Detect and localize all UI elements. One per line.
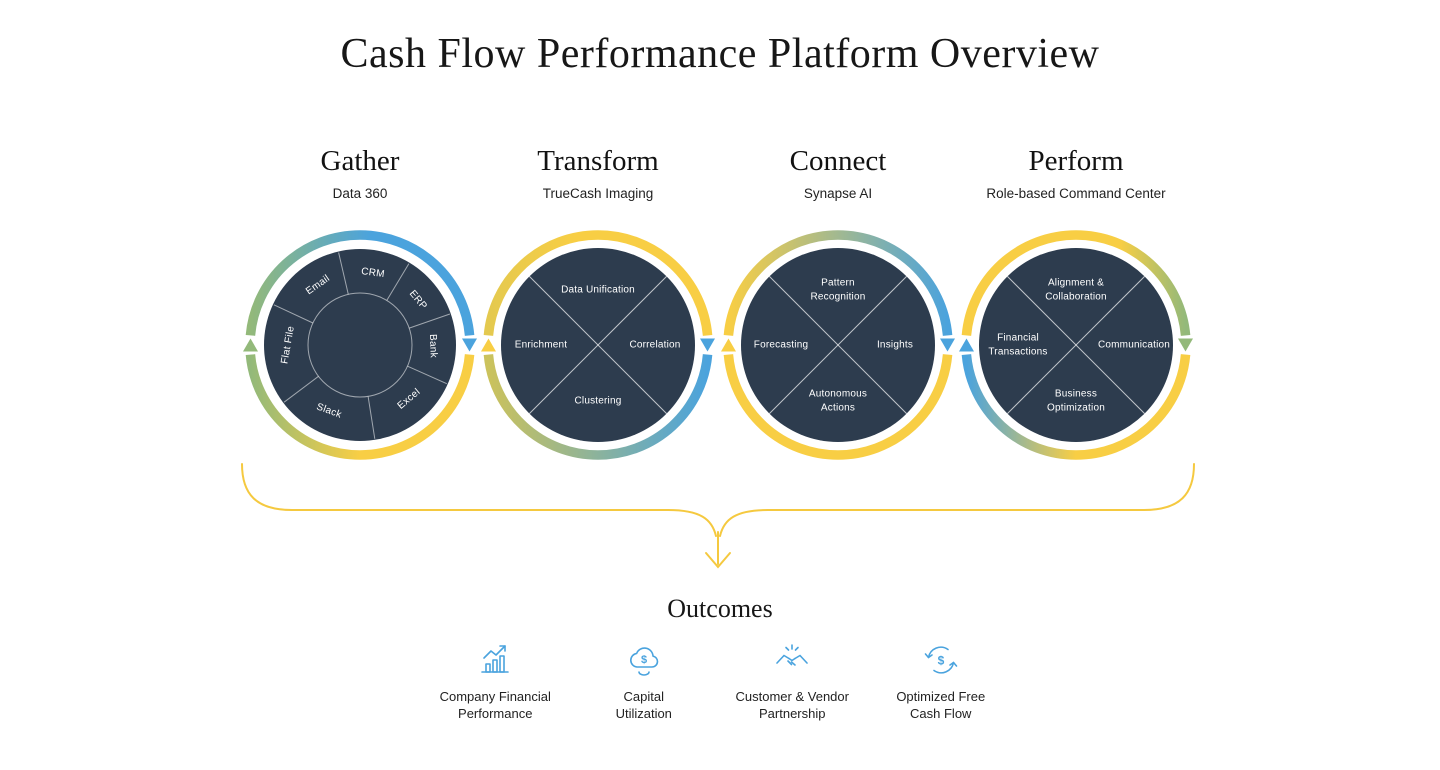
flow-arrow-icon bbox=[940, 338, 955, 352]
quadrant-label-right: Communication bbox=[1097, 339, 1171, 351]
outcome-label: Company Financial Performance bbox=[439, 689, 551, 721]
flow-arrow-icon bbox=[243, 338, 258, 352]
stage-header-transform: Transform TrueCash Imaging bbox=[478, 145, 718, 201]
outcome-optimized-free-cash-flow: $ Optimized Free Cash Flow bbox=[867, 640, 1016, 723]
dollar-cloud-icon: $ bbox=[629, 647, 658, 676]
outcome-label: Capital Utilization bbox=[615, 689, 672, 721]
stage-name-transform: Transform bbox=[537, 145, 659, 177]
quadrant-label-bottom: Clustering bbox=[574, 395, 622, 407]
flow-arrow-icon bbox=[721, 338, 736, 352]
gather-ring-diagram: CRM ERP Bank Excel Slack Flat File Email bbox=[243, 230, 477, 460]
transform-ring-top-arc bbox=[483, 230, 713, 336]
svg-text:$: $ bbox=[937, 654, 944, 668]
gather-segment-dividers bbox=[273, 252, 451, 439]
outcomes-title: Outcomes bbox=[667, 594, 773, 623]
quadrant-label-right: Insights bbox=[876, 339, 914, 351]
outcome-label: Optimized Free Cash Flow bbox=[896, 689, 986, 721]
outcome-label: Customer & Vendor Partnership bbox=[735, 689, 849, 721]
outcome-capital-utilization: $ Capital Utilization bbox=[570, 640, 719, 723]
stage-subtitle-connect: Synapse AI bbox=[803, 186, 873, 201]
stage-header-connect: Connect Synapse AI bbox=[718, 145, 958, 201]
gather-disc bbox=[264, 249, 456, 441]
quadrant-label-top: Data Unification bbox=[561, 284, 635, 296]
stage-header-perform: Perform Role-based Command Center bbox=[956, 145, 1196, 201]
page-title: Cash Flow Performance Platform Overview bbox=[340, 31, 1100, 77]
quadrant-label-top: Alignment & Collaboration bbox=[1045, 277, 1107, 303]
perform-ring-diagram bbox=[959, 230, 1193, 460]
quadrant-label-left: Financial Transactions bbox=[988, 332, 1048, 358]
quadrant-divider-lines bbox=[769, 276, 907, 414]
quadrant-divider-lines bbox=[1007, 276, 1145, 414]
flow-arrow-icon bbox=[1178, 338, 1193, 352]
dollar-cycle-icon: $ bbox=[924, 646, 958, 674]
stage-name-perform: Perform bbox=[1028, 145, 1124, 177]
gather-ring-top-arc bbox=[245, 230, 475, 336]
stage-header-gather: Gather Data 360 bbox=[240, 145, 480, 201]
outcome-customer-vendor-partnership: Customer & Vendor Partnership bbox=[718, 640, 867, 723]
quadrant-divider-lines bbox=[529, 276, 667, 414]
handshake-icon bbox=[776, 644, 809, 666]
quadrant-label-left: Enrichment bbox=[514, 339, 568, 351]
stage-subtitle-transform: TrueCash Imaging bbox=[542, 186, 654, 201]
stage-name-connect: Connect bbox=[789, 145, 887, 177]
connect-ring-bottom-arc bbox=[723, 354, 953, 460]
flow-arrow-icon bbox=[481, 338, 496, 352]
bar-chart-growth-icon bbox=[481, 645, 510, 673]
gather-ring-bottom-arc bbox=[245, 354, 475, 460]
gather-circle: CRM ERP Bank Excel Slack Flat File Email bbox=[240, 225, 480, 465]
stage-name-gather: Gather bbox=[320, 145, 400, 177]
flow-arrow-icon bbox=[462, 338, 477, 352]
connect-ring-diagram bbox=[721, 230, 955, 460]
transform-circle: Data Unification Correlation Clustering … bbox=[478, 225, 718, 465]
stage-subtitle-gather: Data 360 bbox=[332, 186, 388, 201]
transform-ring-bottom-arc bbox=[483, 354, 713, 460]
stage-subtitle-perform: Role-based Command Center bbox=[986, 186, 1166, 201]
flow-arrow-icon bbox=[700, 338, 715, 352]
connect-circle: Pattern Recognition Insights Autonomous … bbox=[718, 225, 958, 465]
flow-arrow-icon bbox=[959, 338, 974, 352]
svg-text:$: $ bbox=[641, 654, 647, 666]
quadrant-label-right: Correlation bbox=[629, 339, 681, 351]
connect-ring-top-arc bbox=[723, 230, 953, 336]
perform-circle: Alignment & Collaboration Communication … bbox=[956, 225, 1196, 465]
outcome-company-financial-performance: Company Financial Performance bbox=[421, 640, 570, 723]
quadrant-label-top: Pattern Recognition bbox=[810, 277, 866, 303]
transform-ring-diagram bbox=[481, 230, 715, 460]
quadrant-label-left: Forecasting bbox=[753, 339, 809, 351]
quadrant-label-bottom: Autonomous Actions bbox=[808, 388, 868, 414]
perform-ring-top-arc bbox=[961, 230, 1191, 336]
outcomes-row: Company Financial Performance $ Capital … bbox=[421, 640, 1015, 723]
quadrant-label-bottom: Business Optimization bbox=[1047, 388, 1105, 414]
source-label-crm: CRM bbox=[360, 266, 385, 280]
perform-ring-bottom-arc bbox=[961, 354, 1191, 460]
gather-inner-circle bbox=[307, 292, 413, 398]
source-label-bank: Bank bbox=[427, 334, 439, 359]
